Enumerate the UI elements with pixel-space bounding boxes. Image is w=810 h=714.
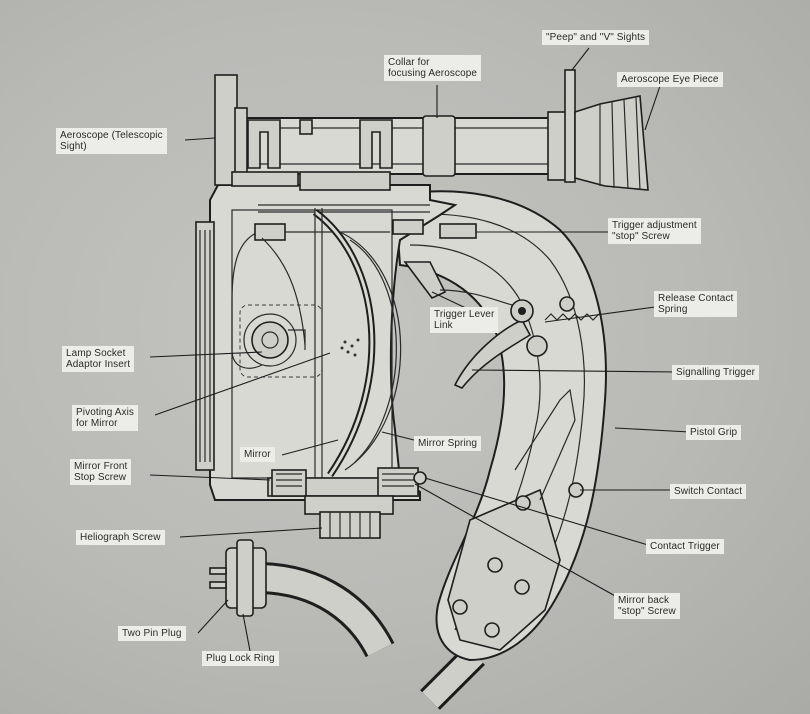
aeroscope-front-collar: [234, 107, 248, 181]
contact-trigger-arm: [514, 388, 576, 501]
label-two-pin-plug: Two Pin Plug: [118, 626, 186, 641]
label-pivoting-axis: Pivoting Axis for Mirror: [72, 405, 138, 431]
plug-pin-1: [209, 567, 227, 575]
label-mirror: Mirror: [240, 447, 275, 462]
heliograph-screw-thread: [329, 512, 371, 538]
plug-lock-ring: [236, 539, 254, 617]
aeroscope-clamp-2: [359, 119, 393, 169]
mirror-pivot-dots: [340, 338, 360, 357]
plug-cable-core: [261, 565, 392, 657]
label-contact-trigger: Contact Trigger: [646, 539, 724, 554]
mirror-glass-inner: [314, 210, 374, 476]
label-lamp-socket: Lamp Socket Adaptor Insert: [62, 346, 135, 372]
grip-rivet-3: [484, 622, 500, 638]
mirror-shaft: [314, 208, 323, 478]
v-sight-post: [564, 69, 576, 183]
sight-mount-front: [231, 171, 299, 187]
front-stop-screw-thread: [276, 473, 302, 487]
grip-mechanism-plate: [447, 488, 561, 651]
eye-piece-ribs: [599, 97, 641, 191]
label-trigger-adjust: Trigger adjustment "stop" Screw: [608, 218, 701, 244]
mirror-spring: [339, 231, 402, 471]
label-collar: Collar for focusing Aeroscope: [384, 55, 482, 81]
label-switch-contact: Switch Contact: [670, 484, 747, 499]
lamp-socket-outer: [251, 321, 289, 359]
focus-collar: [422, 115, 456, 177]
trigger-lever-link: [403, 261, 447, 299]
back-stop-screw: [377, 467, 419, 497]
trigger-adjust-screw: [439, 223, 477, 239]
release-spring: [544, 313, 600, 321]
label-mirror-front: Mirror Front Stop Screw: [70, 459, 132, 485]
lamp-socket-inner: [261, 331, 279, 349]
aeroscope-tube: [239, 117, 553, 175]
lower-pivot: [526, 335, 548, 357]
signalling-trigger: [453, 318, 532, 389]
grip-rivet-4: [452, 599, 468, 615]
grip-cable-core: [422, 647, 483, 708]
plug-pin-2: [209, 581, 227, 589]
label-signalling-trigger: Signalling Trigger: [672, 365, 760, 380]
back-stop-screw-head: [413, 471, 427, 485]
grip-rivet-2: [514, 579, 530, 595]
mirror-spring-2: [349, 239, 397, 463]
label-trigger-link: Trigger Lever Link: [430, 307, 499, 333]
top-rail: [258, 204, 430, 213]
label-peep-v-sights: "Peep" and "V" Sights: [542, 30, 650, 45]
grip-rivet-7: [559, 296, 575, 312]
label-eye-piece: Aeroscope Eye Piece: [617, 72, 723, 87]
label-aeroscope: Aeroscope (Telescopic Sight): [56, 128, 167, 154]
aeroscope-clamp-1: [247, 119, 281, 169]
label-plug-lock-ring: Plug Lock Ring: [202, 651, 279, 666]
aeroscope-front-flange: [214, 74, 238, 186]
sight-mount-rear: [299, 171, 391, 191]
leader-lines: [149, 47, 691, 652]
grip-rivet-1: [487, 557, 503, 573]
lamp-filament: [261, 237, 306, 346]
lamp-wire: [231, 231, 263, 369]
back-stop-screw-thread: [382, 473, 414, 487]
trigger-adjust-block: [392, 219, 424, 235]
housing-front-ribs: [199, 230, 211, 462]
aeroscope-tube-shade: [240, 127, 552, 165]
label-mirror-spring: Mirror Spring: [414, 436, 482, 451]
label-mirror-back: Mirror back "stop" Screw: [614, 593, 680, 619]
trigger-lever-curve: [439, 289, 513, 306]
lamp-socket-ring: [243, 313, 297, 367]
trigger-pivot-inner: [518, 307, 526, 315]
label-release-spring: Release Contact Spring: [654, 291, 738, 317]
aeroscope-top-knob: [299, 119, 313, 135]
label-heliograph: Heliograph Screw: [76, 530, 165, 545]
label-pistol-grip: Pistol Grip: [686, 425, 742, 440]
lamp-wire-connector: [254, 223, 286, 241]
